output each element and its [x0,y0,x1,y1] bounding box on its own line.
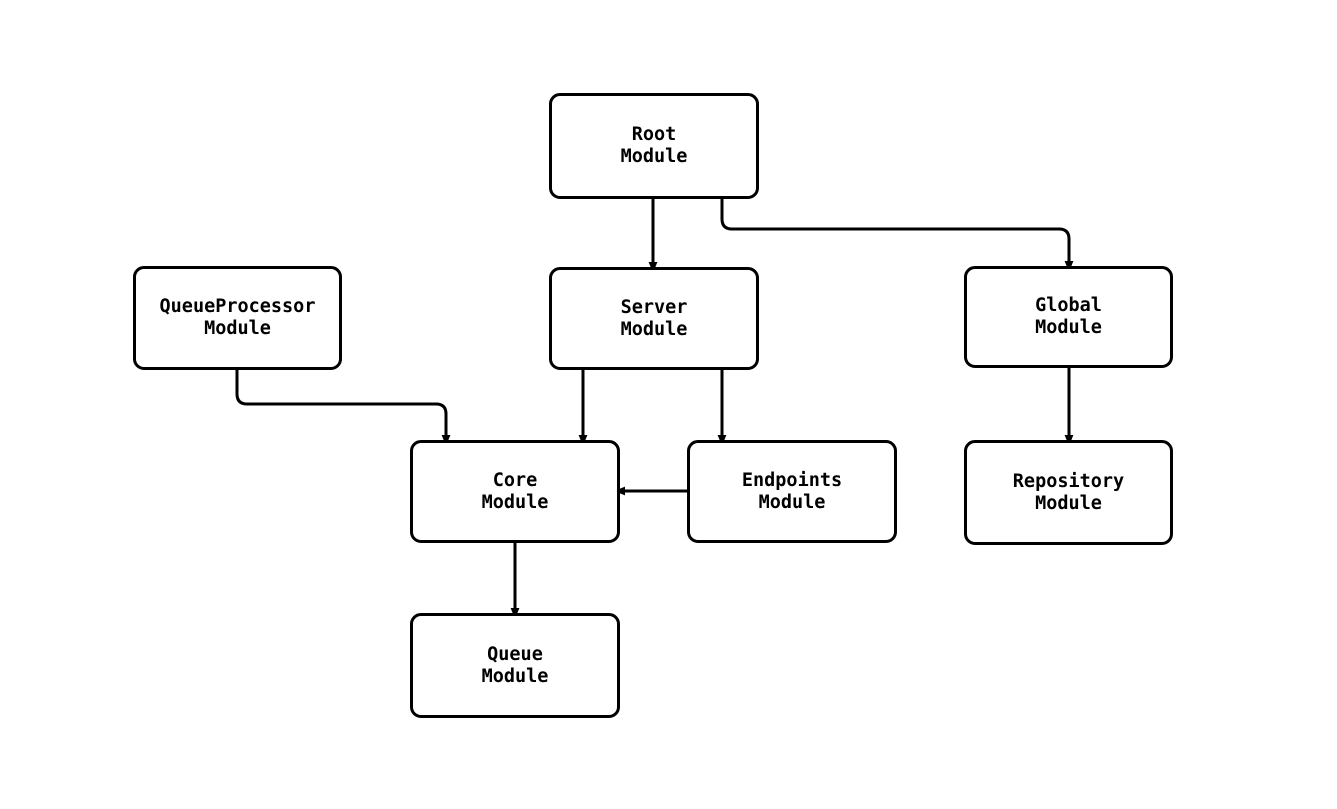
node-repository-line2: Module [1035,492,1102,514]
node-queueprocessor[interactable]: QueueProcessor Module [133,266,342,370]
node-global[interactable]: Global Module [964,266,1173,368]
node-queue[interactable]: Queue Module [410,613,620,718]
edges-group [235,199,1074,619]
node-global-line1: Global [1035,295,1102,316]
node-core[interactable]: Core Module [410,440,620,543]
node-queue-line2: Module [481,665,549,687]
node-server[interactable]: Server Module [549,267,759,370]
node-server-line2: Module [620,318,688,340]
node-queue-line1: Queue [487,643,543,665]
node-core-line2: Module [481,491,549,513]
node-queueprocessor-line2: Module [204,318,271,339]
node-core-line1: Core [492,469,538,491]
node-root[interactable]: Root Module [549,93,759,199]
node-queueprocessor-line1: QueueProcessor [159,296,316,317]
node-global-line2: Module [1035,317,1102,338]
node-root-line2: Module [620,146,688,167]
node-endpoints-line2: Module [758,491,826,513]
node-repository-line1: Repository [1012,470,1125,492]
node-endpoints-line1: Endpoints [741,469,843,491]
node-endpoints[interactable]: Endpoints Module [687,440,897,543]
node-root-line1: Root [631,124,677,145]
edge-root-to-global [720,199,1074,272]
edge-queueprocessor-to-core [235,370,451,446]
node-server-line1: Server [620,296,688,318]
node-repository[interactable]: Repository Module [964,440,1173,545]
